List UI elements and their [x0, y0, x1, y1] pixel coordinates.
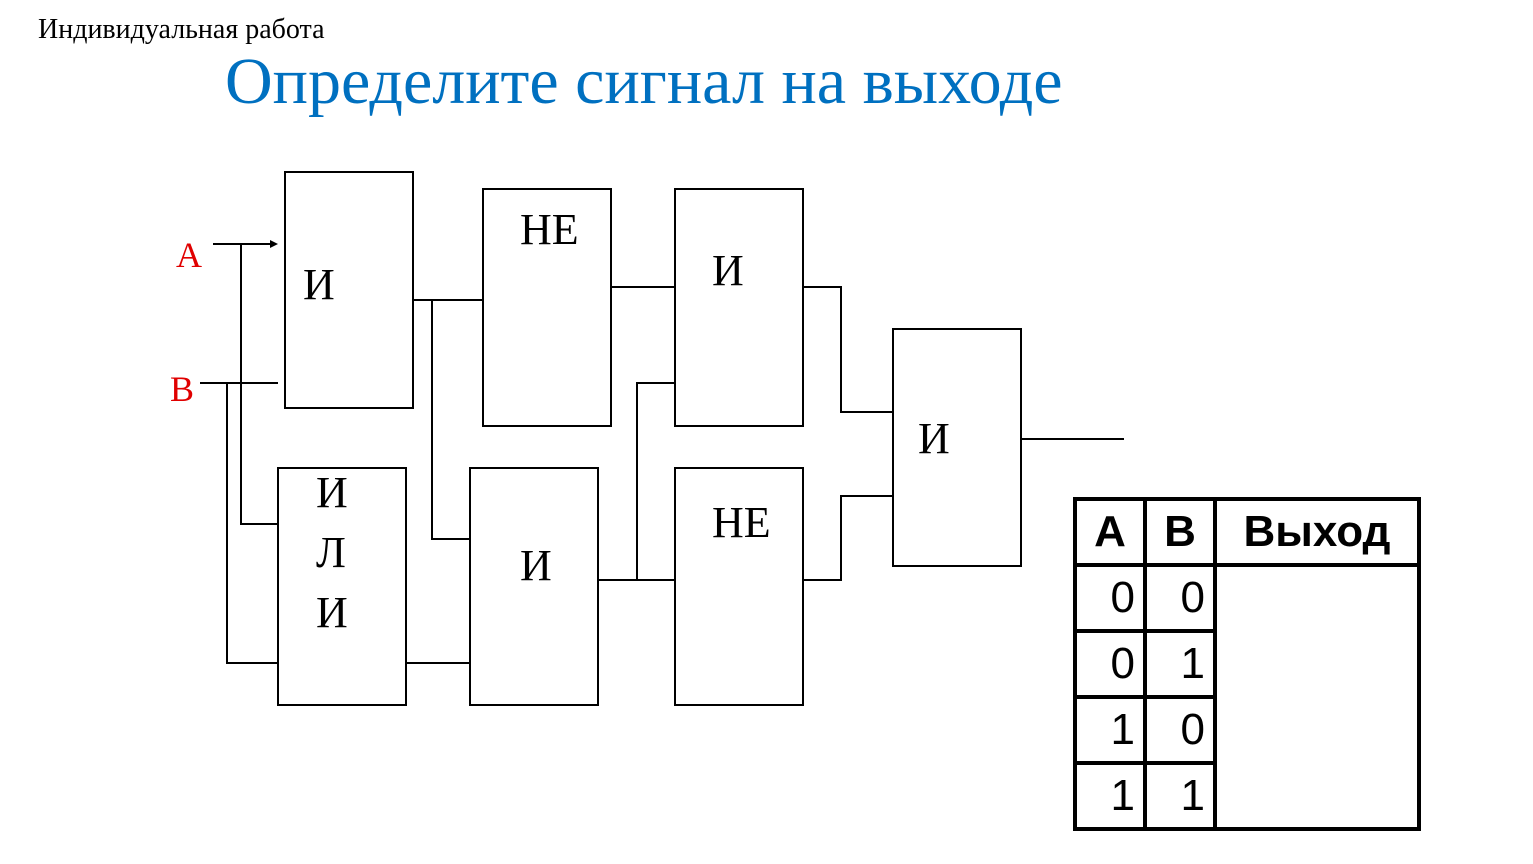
cell-output[interactable]: [1213, 565, 1421, 631]
cell-a: 0: [1073, 629, 1147, 699]
gate-and1: И: [284, 171, 414, 409]
wire-not2-to-and-out: [803, 495, 893, 581]
cell-a: 1: [1073, 695, 1147, 765]
gate-and-out-label: И: [918, 414, 950, 463]
cell-b: 1: [1143, 629, 1217, 699]
cell-a: 1: [1073, 761, 1147, 831]
wires: [200, 240, 1124, 664]
table-row: 1 0: [1073, 695, 1421, 765]
slide-subtitle: Индивидуальная работа: [38, 14, 325, 45]
gate-or: И Л И: [277, 467, 407, 706]
gate-and-out: И: [892, 328, 1022, 567]
gate-and3-label: И: [712, 246, 744, 295]
header-a: A: [1073, 497, 1147, 567]
wire-and1-to-and2: [431, 300, 470, 540]
cell-b: 0: [1143, 563, 1217, 633]
gate-and2: И: [469, 467, 599, 706]
table-row: 0 1: [1073, 629, 1421, 699]
cell-a: 0: [1073, 563, 1147, 633]
truth-table-header-row: A B Выход: [1073, 497, 1421, 567]
input-b-label: B: [170, 369, 195, 409]
cell-output[interactable]: [1213, 697, 1421, 763]
gate-or-label-1: И: [316, 468, 348, 517]
table-row: 0 0: [1073, 563, 1421, 633]
truth-table: A B Выход 0 0 0 1 1 0 1 1: [1073, 497, 1421, 831]
wire-and2-to-and3: [636, 382, 675, 580]
slide-title: Определите сигнал на выходе: [225, 45, 1063, 118]
gate-or-label-2: Л: [316, 528, 346, 577]
wire-b-to-or: [226, 383, 278, 664]
gate-not1: НЕ: [482, 188, 612, 427]
cell-b: 1: [1143, 761, 1217, 831]
arrow-a-icon: [270, 240, 278, 248]
gate-and3: И: [674, 188, 804, 427]
gate-not2: НЕ: [674, 467, 804, 706]
gate-and2-label: И: [520, 541, 552, 590]
cell-output[interactable]: [1213, 763, 1421, 831]
wire-and3-to-and-out: [803, 286, 893, 413]
header-b: B: [1143, 497, 1217, 567]
gate-and1-label: И: [303, 260, 335, 309]
gate-not1-label: НЕ: [520, 205, 579, 254]
wire-a-to-or: [240, 244, 278, 525]
cell-b: 0: [1143, 695, 1217, 765]
header-output: Выход: [1213, 497, 1421, 567]
input-a-label: A: [176, 235, 202, 275]
cell-output[interactable]: [1213, 631, 1421, 697]
gate-not2-label: НЕ: [712, 498, 771, 547]
gate-or-label-3: И: [316, 588, 348, 637]
table-row: 1 1: [1073, 761, 1421, 831]
